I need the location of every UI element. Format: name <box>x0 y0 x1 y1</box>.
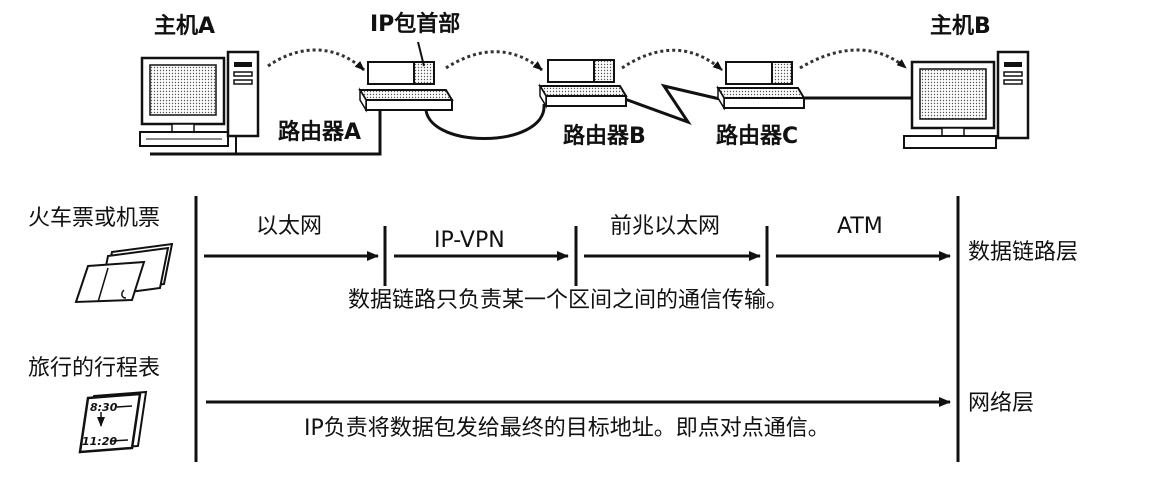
ip-packet-3 <box>725 61 793 85</box>
itinerary-start-time: 8:30 <box>90 401 118 414</box>
network-layer-label: 网络层 <box>968 391 1035 416</box>
ip-header-label: IP包首部 <box>370 12 461 37</box>
ip-packet-2 <box>547 59 615 83</box>
router-b-label: 路由器B <box>563 124 646 149</box>
network-caption: IP负责将数据包发给最终的目标地址。即点对点通信。 <box>304 416 830 441</box>
host-b-computer-icon <box>903 50 1030 149</box>
itinerary-notebook-icon <box>78 390 148 454</box>
router-c-label: 路由器C <box>716 124 799 149</box>
host-b-label: 主机B <box>930 14 991 39</box>
atm-label: ATM <box>837 214 883 239</box>
router-a-icon <box>358 87 454 113</box>
packet-hop-arrows <box>267 48 907 72</box>
ethernet-label: 以太网 <box>256 214 323 239</box>
host-a-label: 主机A <box>154 14 216 39</box>
data-link-layer-label: 数据链路层 <box>968 240 1079 265</box>
host-a-computer-icon <box>139 50 260 147</box>
ticket-icon <box>74 242 174 304</box>
itinerary-label: 旅行的行程表 <box>28 356 161 381</box>
data-link-caption: 数据链路只负责某一个区间之间的通信传输。 <box>348 288 789 313</box>
router-b-icon <box>538 83 628 109</box>
router-c-icon <box>716 85 806 111</box>
network-cables <box>150 83 912 156</box>
ip-vpn-label: IP-VPN <box>434 228 505 253</box>
router-a-label: 路由器A <box>278 120 362 145</box>
ip-packet-1 <box>367 61 435 85</box>
tickets-label: 火车票或机票 <box>28 206 161 231</box>
ip-header-pointer <box>417 41 425 67</box>
itinerary-end-time: 11:20 <box>82 435 117 448</box>
gigabit-ethernet-label: 前兆以太网 <box>610 214 721 239</box>
